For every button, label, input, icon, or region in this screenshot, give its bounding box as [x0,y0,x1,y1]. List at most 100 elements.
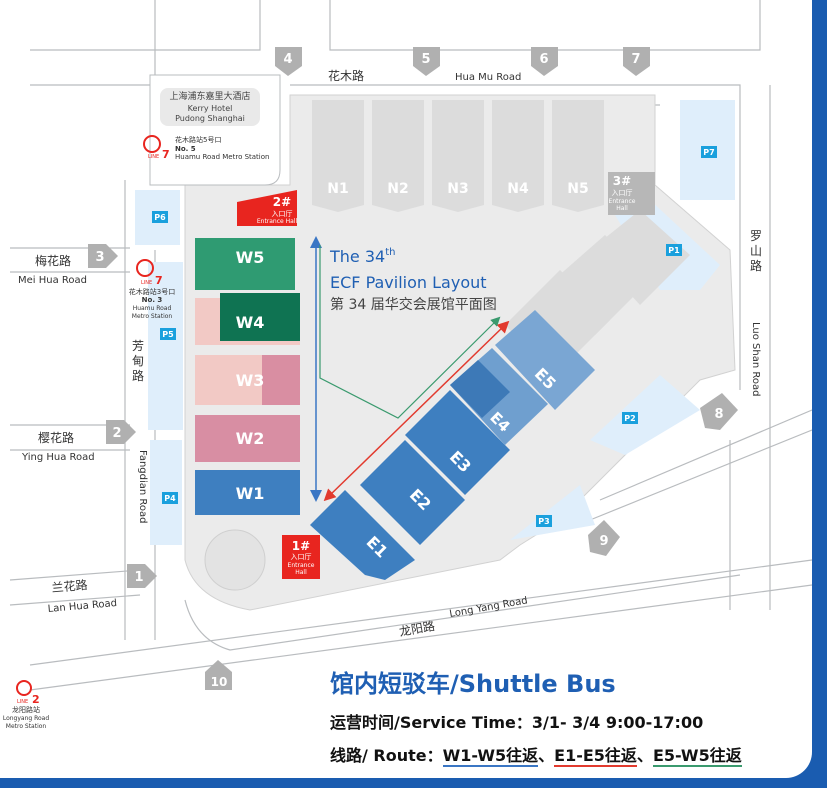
shuttle-title: 馆内短驳车/Shuttle Bus [330,670,616,698]
gate-1[interactable]: 1 [127,564,157,588]
entrance-2-num: 2# [273,195,291,209]
parking-badges: P7 P1 P2 P3 P4 P5 P6 [152,146,717,527]
hall-label-n5: N5 [567,181,588,197]
hotel-name-cn: 上海浦东嘉里大酒店 [169,90,250,102]
metro-huamu3-en1: Huamu Road [133,305,172,312]
route-w-text: W1-W5往返 [442,746,539,767]
entrance-3-en2: Hall [616,205,628,212]
svg-text:7: 7 [631,52,640,67]
entrance-3-num: 3# [613,174,631,188]
svg-text:LINE: LINE [17,699,28,705]
parking-p5: P5 [162,330,174,339]
entrance-1-en1: Entrance [288,562,315,569]
gate-9[interactable]: 9 [588,520,620,556]
map-title-line2: ECF Pavilion Layout [330,273,487,292]
metro-huamu-5[interactable]: LINE 7 花木路站5号口 No. 5 Huamu Road Metro St… [143,135,269,161]
gate-2[interactable]: 2 [106,420,136,444]
shuttle-route: 线路/ Route：W1-W5往返、E1-E5往返、E5-W5往返 [330,742,800,767]
route-ew-text: E5-W5往返 [652,746,742,767]
north-halls [312,100,604,212]
road-fangdian-cn-2: 甸 [132,354,144,368]
hall-label-w5: W5 [236,248,265,267]
route-e-text: E1-E5往返 [554,746,637,767]
metro-icon [16,680,32,696]
entrance-2-en: Entrance Hall [257,218,298,225]
road-lanhua-cn: 兰花路 [51,577,88,595]
hall-label-n3: N3 [447,181,468,197]
route-sep-1: 、 [538,746,555,765]
road-fangdian-cn-3: 路 [132,368,144,383]
road-lanhua-en: Lan Hua Road [47,598,117,615]
plaza-circle [204,529,266,591]
gate-4[interactable]: 4 [275,47,302,76]
metro-huamu3-no: No. 3 [142,296,163,304]
metro-huamu5-en: Huamu Road Metro Station [175,153,269,161]
svg-text:LINE: LINE [141,280,152,286]
road-meihua-en: Mei Hua Road [18,275,87,286]
svg-text:3: 3 [95,250,104,265]
map-card: N1 N2 N3 N4 N5 W5 W4 W3 W2 W1 E1 E2 E3 E… [0,0,812,778]
route-sep-2: 、 [636,746,653,765]
gate-7[interactable]: 7 [623,47,650,76]
parking-p1: P1 [668,246,680,255]
hall-e1[interactable] [310,490,415,580]
road-luoshan-cn-1: 罗 [750,229,762,243]
hall-e5[interactable] [495,310,595,410]
metro-huamu-3[interactable]: LINE 7 花木路站3号口 No. 3 Huamu Road Metro St… [129,259,175,320]
metro-longyang[interactable]: LINE 2 龙阳路站 Longyang Road Metro Station [3,680,50,730]
hall-n3[interactable] [432,100,484,212]
hall-w2[interactable] [195,415,300,462]
hall-label-w3: W3 [236,371,265,390]
hotel-name-en2: Pudong Shanghai [175,114,245,123]
hall-label-w1: W1 [236,484,265,503]
road-luoshan-cn-3: 路 [750,258,762,273]
parking-p2: P2 [624,414,635,423]
hall-w5[interactable] [195,238,295,290]
entrance-1[interactable]: 1# 入口厅 Entrance Hall [282,535,320,579]
parking-p6: P6 [154,213,166,222]
hall-n2[interactable] [372,100,424,212]
metro-huamu5-no: No. 5 [175,145,196,153]
road-longyang-cn: 龙阳路 [398,618,436,639]
parking-p7: P7 [703,148,714,157]
gate-8[interactable]: 8 [700,393,738,430]
metro-icon [143,135,161,153]
road-yinghua-en: Ying Hua Road [21,452,95,463]
hall-label-n2: N2 [387,181,408,197]
metro-huamu5-cn: 花木路站5号口 [175,135,221,144]
hall-label-w4: W4 [236,313,265,332]
svg-text:8: 8 [714,407,723,422]
svg-text:7: 7 [155,274,163,287]
entrance-2-cn: 入口厅 [272,210,293,218]
entrance-1-en2: Hall [295,569,307,576]
road-huamu-cn: 花木路 [328,68,364,83]
hall-n4[interactable] [492,100,544,212]
road-longyang-en: Long Yang Road [449,595,529,620]
hall-w1[interactable] [195,470,300,515]
entrance-1-num: 1# [292,539,310,553]
shuttle-legend: 馆内短驳车/Shuttle Bus 运营时间/Service Time：3/1-… [330,664,800,775]
gate-6[interactable]: 6 [531,47,558,76]
map-title: The 34th ECF Pavilion Layout 第 34 届华交会展馆… [329,247,497,313]
entrance-2[interactable]: 2# 入口厅 Entrance Hall [237,190,297,226]
west-halls [195,238,300,515]
hall-n5[interactable] [552,100,604,212]
hall-w3[interactable] [262,355,300,405]
metro-longyang-en2: Metro Station [6,723,47,730]
svg-text:6: 6 [539,52,548,67]
hall-n1[interactable] [312,100,364,212]
road-luoshan-en: Luo Shan Road [750,322,761,396]
metro-icon [136,259,154,277]
svg-text:LINE: LINE [148,154,159,160]
hotel-name-en1: Kerry Hotel [188,104,233,113]
gate-5[interactable]: 5 [413,47,440,76]
parking-zone-p3 [510,485,595,540]
gate-3[interactable]: 3 [88,244,118,268]
entrance-3-en1: Entrance [609,198,636,205]
road-yinghua-cn: 樱花路 [38,430,74,445]
entrance-3[interactable]: 3# 入口厅 Entrance Hall [608,172,655,215]
svg-text:9: 9 [599,534,608,549]
hall-w4[interactable] [220,293,300,341]
gate-10[interactable]: 10 [205,660,232,690]
